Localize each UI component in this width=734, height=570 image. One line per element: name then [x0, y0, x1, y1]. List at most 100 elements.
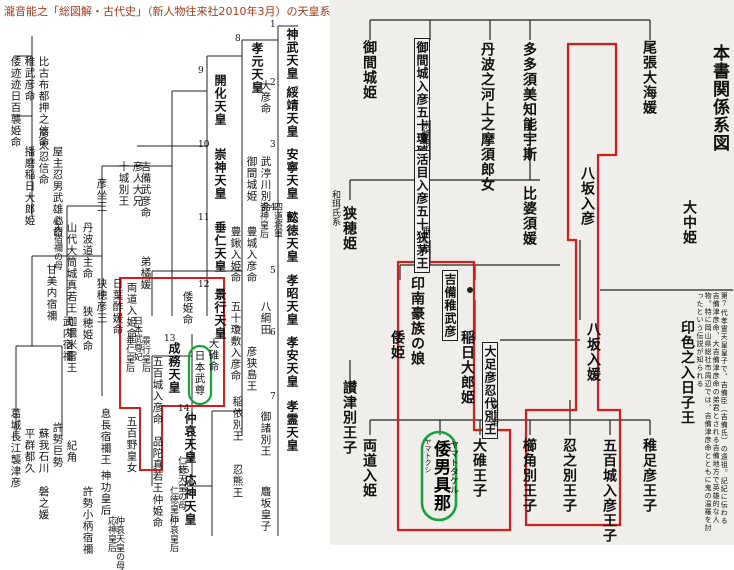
person-label: 豊城入彦命 [245, 226, 258, 284]
person-label: 神功皇后 [99, 470, 112, 516]
side-note: 第7代孝霊天皇皇子で、吉備臣（吉備氏）の遠祖。記紀に伝わる吉備津彦命、大吉備津彦… [696, 292, 729, 532]
small-note: 仁徳皇后 [168, 486, 178, 522]
person-label: 彦狭島王 [245, 346, 258, 392]
boxed-emperor: 吉備稚武彦 [442, 270, 458, 341]
boxed-emperor: 御間城入彦五十瓊殖王 [414, 38, 430, 174]
small-note: 日本武尊妃 [132, 316, 142, 361]
person-label: 弟橘媛 [139, 256, 152, 291]
person-label: 讃津別王子 [341, 380, 357, 455]
person-label: 狭穂姫命 [81, 306, 94, 352]
person-label: 比古布都押之信命 [37, 56, 50, 148]
person-label: 多多須美知能宇斯 [521, 42, 537, 162]
figure-caption: 瀧音能之「総図解・古代史」（新人物往来社2010年3月）の天皇系図 [4, 5, 342, 18]
person-label: 葛城長江襲津彦 [9, 408, 22, 489]
emperor-number: 15 [178, 466, 190, 476]
left-genealogy-chart: 神武天皇 綏靖天皇 安寧天皇 懿徳天皇 孝昭天皇 孝安天皇 孝霊天皇 孝元天皇 … [2, 16, 302, 570]
person-label: 倭姫 [389, 330, 405, 360]
small-note: 仲哀天皇の母 [114, 516, 124, 570]
person-label: 比婆須媛 [521, 186, 537, 246]
emperor-number: 4 [270, 203, 276, 213]
small-note: 崇神皇后 [258, 202, 268, 238]
boxed-emperor: 活目入彦五十狭茅王 [414, 150, 430, 273]
person-label: 丹波道主命 [81, 222, 94, 280]
person-label: 狭穂姫 [341, 206, 357, 251]
emperor-label: 安寧天皇 [285, 148, 299, 200]
emperor-label: 孝安天皇 [285, 336, 299, 388]
person-label: 豊鍬入姫命 [229, 226, 242, 284]
emperor-number: 2 [270, 78, 276, 88]
left-chart-lines [14, 25, 298, 536]
small-note: 和珥氏系 [330, 190, 340, 226]
emperor-number: 5 [270, 266, 276, 276]
person-label: 稚武彦命 [23, 56, 36, 102]
person-label: 印色之入日子王 [679, 320, 695, 425]
emperor-number: 10 [198, 140, 210, 150]
box-sub: 垂仁帝 [420, 226, 430, 253]
person-label: 稲依別王 [231, 396, 244, 442]
person-label: 吉備武彦命 [139, 161, 152, 219]
emperor-label: 垂仁天皇 [213, 221, 227, 273]
person-label: 仲姫命 [151, 494, 164, 529]
person-label: 倭迹迹日百襲姫命 [9, 56, 22, 148]
person-label: 播磨稲日大郎姫 [23, 146, 36, 227]
person-label: 櫛角別王子 [521, 438, 537, 513]
hero-sub: ヤマトタケル [448, 440, 458, 494]
hero-name: 倭男具那 [430, 440, 450, 512]
box-sub: 崇神帝 [420, 120, 430, 147]
box-sub: 景行帝 [488, 400, 498, 427]
emperor-number: 8 [235, 34, 241, 44]
small-note: 垂仁皇后 [124, 336, 134, 372]
person-label: 平群都久 [23, 428, 36, 474]
person-label: 日葉酢媛命 [111, 278, 124, 336]
person-label: 彦人大兄 [131, 161, 144, 207]
emperor-label: 孝霊天皇 [285, 400, 299, 452]
person-label: 大碓王子 [471, 438, 487, 498]
person-label: 倭姫命 [181, 291, 194, 326]
boxed-emperor: 大足彦忍代別王 [482, 342, 498, 439]
person-label: 御間城姫 [361, 40, 377, 100]
person-label: 尾張大海媛 [641, 40, 657, 115]
person-label: 稲日大郎姫 [459, 330, 475, 405]
emperor-label: 景行天皇 [213, 288, 227, 340]
person-label: 大碓命 [207, 338, 220, 373]
person-label: 五十瓊敷入彦命 [229, 301, 242, 382]
hero-ruby: ヤマトクシ [424, 438, 432, 473]
emperor-number: 13 [164, 334, 176, 344]
person-label: 五百城入彦命 [151, 356, 164, 425]
yamato-takeru-label: 日本武尊 [193, 350, 206, 396]
person-label: 武内宿禰 [61, 316, 74, 362]
emperor-number: 6 [270, 328, 276, 338]
small-note: 応神皇后 [106, 516, 116, 552]
person-label: 甘美内宿禰 [45, 264, 58, 322]
person-label: 磐之媛 [37, 486, 50, 521]
person-label: 許勢巨勢 [51, 422, 64, 468]
emperor-number: 12 [198, 280, 210, 290]
emperor-label: 綏靖天皇 [285, 86, 299, 138]
person-label: 迦邇米雷王 [65, 316, 78, 374]
right-chart-title: 本書関係系図 [709, 44, 729, 152]
person-label: 御諸別王 [259, 411, 272, 457]
person-label: 八坂入媛 [585, 322, 601, 382]
emperor-label: 孝元天皇 [250, 42, 264, 94]
person-label: 丹波之河上之摩須郎女 [479, 42, 495, 192]
person-label: 大彦命 [259, 80, 272, 115]
person-label: 彦太忍信命 [37, 128, 50, 186]
emperor-label: 孝昭天皇 [285, 274, 299, 326]
person-label: 麛坂皇子 [259, 486, 272, 532]
small-note: 景行皇后 [140, 336, 150, 372]
person-label: 両道入姫 [361, 438, 377, 498]
emperor-label: 神武天皇 [285, 28, 299, 80]
small-note: 仲哀皇后 [168, 516, 178, 552]
emperor-number: 3 [270, 140, 276, 150]
right-genealogy-chart: 本書関係系図 御間城入彦五十瓊殖王 崇神帝 活目入彦五十狭茅王 垂仁帝 吉備稚武… [330, 0, 734, 545]
emperor-number: 1 [270, 20, 276, 30]
person-label: 八坂入彦 [579, 166, 595, 226]
small-note: 四道将軍 [272, 202, 282, 238]
person-label: 十城別王 [117, 161, 130, 207]
right-chart-lines [349, 19, 733, 532]
person-label: 五百野皇女 [125, 416, 138, 474]
person-label: 彦坐王 [95, 178, 108, 213]
person-label: 紀角 [65, 440, 78, 463]
person-label: 印南豪族の娘 [409, 276, 425, 366]
person-label: 品陀真若王 [151, 436, 164, 494]
